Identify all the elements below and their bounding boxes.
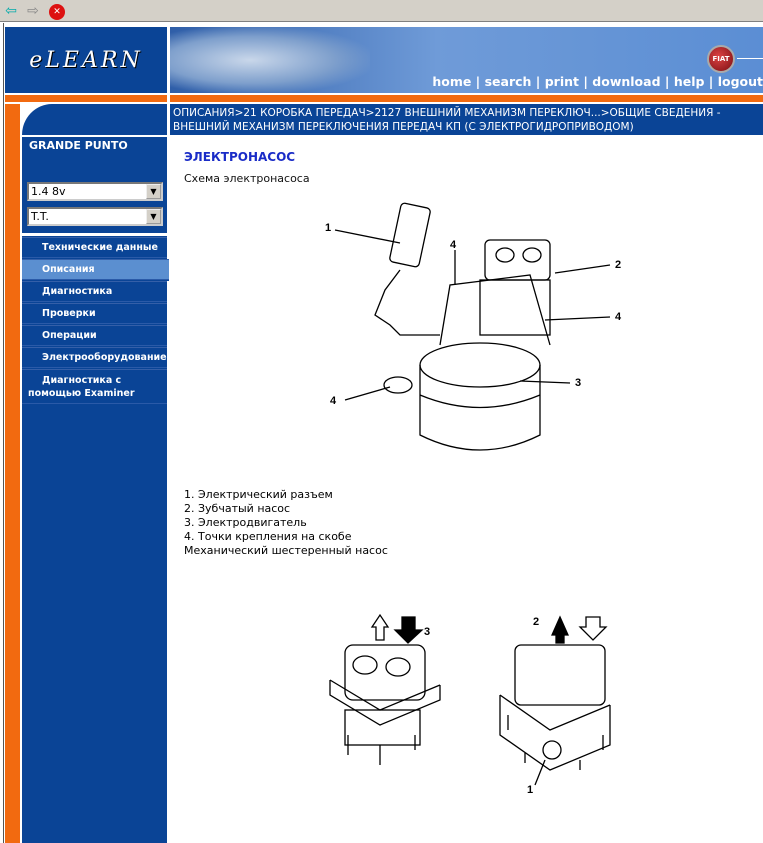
sidebar-menu: Технические данные Описания Диагностика … xyxy=(22,237,169,405)
callout-label: 3 xyxy=(575,377,581,389)
callout-label: 4 xyxy=(450,239,457,251)
callout-label: 2 xyxy=(615,259,621,271)
sidebar-item-examiner[interactable]: Диагностика с помощью Examiner xyxy=(22,369,167,405)
top-nav: home | search | print | download | help … xyxy=(432,74,763,89)
engine-select[interactable]: 1.4 8v▼ xyxy=(27,182,163,201)
legend-item: 2. Зубчатый насос xyxy=(184,502,291,515)
sidebar-item-electrical[interactable]: Электрооборудование xyxy=(22,347,167,369)
nav-home[interactable]: home xyxy=(432,74,472,89)
sidebar-item-diagnostics[interactable]: Диагностика xyxy=(22,281,167,303)
orange-column xyxy=(5,104,20,843)
electropump-diagram: 1 2 3 4 4 4 xyxy=(325,202,622,451)
nav-help[interactable]: help xyxy=(673,74,705,89)
divider xyxy=(167,93,170,843)
callout-label: 3 xyxy=(424,626,430,638)
sidebar-item-tech-data[interactable]: Технические данные xyxy=(22,237,167,259)
figure-caption: Схема электронасоса xyxy=(184,172,310,185)
sidebar-item-descriptions[interactable]: Описания xyxy=(22,259,169,281)
callout-label: 4 xyxy=(330,395,337,407)
type-select[interactable]: T.T.▼ xyxy=(27,207,163,226)
elearn-logo[interactable]: eLEARN xyxy=(5,27,167,93)
divider xyxy=(22,233,167,236)
breadcrumb: ОПИСАНИЯ>21 КОРОБКА ПЕРЕДАЧ>2127 ВНЕШНИЙ… xyxy=(170,104,763,135)
nav-logout[interactable]: logout xyxy=(717,74,763,89)
chevron-down-icon[interactable]: ▼ xyxy=(146,184,161,199)
model-name: GRANDE PUNTO xyxy=(29,139,128,152)
nav-print[interactable]: print xyxy=(544,74,579,89)
legend-item: 4. Точки крепления на скобе xyxy=(184,530,352,543)
callout-label: 2 xyxy=(533,616,539,628)
sidebar xyxy=(22,104,167,843)
callout-label: 4 xyxy=(615,311,622,323)
header-banner: FIAT home | search | print | download | … xyxy=(170,27,763,93)
legend-item: 1. Электрический разъем xyxy=(184,488,333,501)
stop-icon[interactable]: ✕ xyxy=(49,4,65,20)
back-icon[interactable]: ⇦ xyxy=(5,3,17,19)
sidebar-curve xyxy=(22,104,62,135)
section-caption: Механический шестеренный насос xyxy=(184,544,388,557)
page-title: ЭЛЕКТРОНАСОС xyxy=(184,150,296,164)
sidebar-item-operations[interactable]: Операции xyxy=(22,325,167,347)
legend-item: 3. Электродвигатель xyxy=(184,516,307,529)
sidebar-item-checks[interactable]: Проверки xyxy=(22,303,167,325)
browser-toolbar: ⇦ ⇨ ✕ xyxy=(0,0,763,22)
nav-download[interactable]: download xyxy=(592,74,661,89)
callout-label: 1 xyxy=(325,222,331,234)
content: ЭЛЕКТРОНАСОС Схема электронасоса xyxy=(184,150,754,185)
nav-search[interactable]: search xyxy=(484,74,532,89)
fiat-logo: FIAT xyxy=(707,45,735,73)
divider xyxy=(737,58,763,59)
divider xyxy=(22,135,167,137)
banner-photo xyxy=(170,27,370,93)
gear-pump-diagram: 3 2 1 xyxy=(329,613,611,796)
callout-label: 1 xyxy=(527,784,533,796)
chevron-down-icon[interactable]: ▼ xyxy=(146,209,161,224)
orange-stripe xyxy=(5,95,763,102)
legend-list: 1. Электрический разъем 2. Зубчатый насо… xyxy=(184,488,388,558)
forward-icon[interactable]: ⇨ xyxy=(27,3,39,19)
